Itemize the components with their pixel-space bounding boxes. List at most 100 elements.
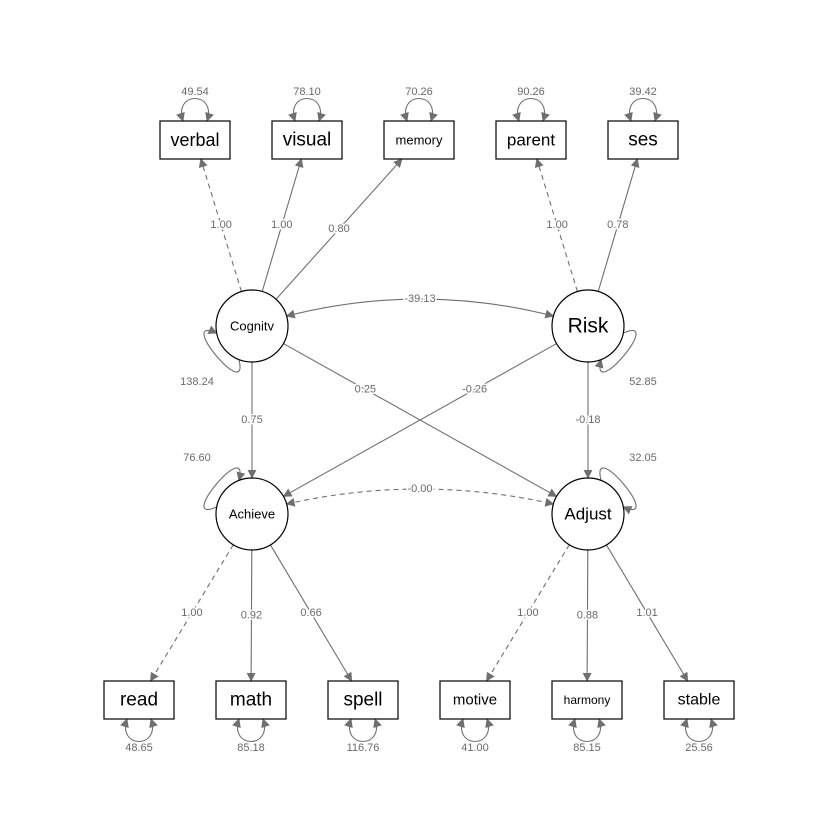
observed-box	[607, 120, 679, 160]
residual-variance-loop	[456, 718, 494, 742]
path-achieve-to-spell	[269, 544, 353, 682]
node-label: motive	[453, 692, 497, 709]
path-coefficient-label: 0.80	[328, 223, 349, 235]
latent-circle	[215, 289, 289, 363]
latent-circle	[551, 477, 625, 551]
node-cognitv[interactable]: Cognitv	[215, 289, 289, 363]
residual-variance-label: 25.56	[685, 742, 713, 754]
residual-variance-loop	[232, 718, 270, 742]
residual-variance-label: 49.54	[181, 86, 209, 98]
path-coefficient-label: 0.92	[241, 609, 262, 621]
node-harmony[interactable]: harmony	[551, 680, 623, 720]
path-coefficient-label: 1.01	[636, 607, 657, 619]
latent-circle	[551, 289, 625, 363]
path-coefficient-label: 0.25	[355, 383, 376, 395]
node-achieve[interactable]: Achieve	[215, 477, 289, 551]
residual-variance-loop	[176, 98, 214, 122]
residual-variance-loop	[288, 98, 326, 122]
observed-box	[159, 120, 231, 160]
observed-box	[383, 120, 455, 160]
node-motive[interactable]: motive	[439, 680, 511, 720]
observed-box	[103, 680, 175, 720]
residual-variance-label: 48.65	[125, 742, 153, 754]
node-label: Cognitv	[230, 319, 275, 334]
observed-box	[271, 120, 343, 160]
residual-variance-loop	[203, 325, 241, 373]
residual-variance-loop	[512, 98, 550, 122]
observed-box	[495, 120, 567, 160]
observed-box	[327, 680, 399, 720]
residual-variance-label: 32.05	[629, 452, 657, 464]
residual-variance-label: 116.76	[347, 742, 380, 754]
node-risk[interactable]: Risk	[551, 289, 625, 363]
path-coefficient-label: 0.66	[300, 607, 321, 619]
node-label: visual	[283, 130, 332, 151]
node-math[interactable]: math	[215, 680, 287, 720]
observed-box	[551, 680, 623, 720]
observed-box	[215, 680, 287, 720]
node-label: Adjust	[564, 505, 612, 524]
observed-box	[663, 680, 735, 720]
node-read[interactable]: read	[103, 680, 175, 720]
latent-circle	[215, 477, 289, 551]
edges-layer	[120, 98, 718, 742]
path-cognitv-to-visual	[261, 158, 304, 292]
node-label: ses	[628, 130, 658, 151]
path-coefficient-label: 1.00	[546, 219, 567, 231]
node-label: harmony	[564, 693, 611, 707]
node-label: stable	[678, 692, 721, 709]
node-label: read	[120, 690, 158, 711]
residual-variance-label: 78.10	[293, 86, 321, 98]
node-parent[interactable]: parent	[495, 120, 567, 160]
residual-variance-label: 52.85	[629, 376, 657, 388]
residual-variance-loop	[568, 718, 606, 742]
residual-variance-label: 76.60	[183, 452, 211, 464]
residual-variance-label: 85.15	[573, 742, 601, 754]
residual-variance-loop	[599, 467, 637, 515]
path-coefficient-label: 0.88	[577, 609, 598, 621]
node-ses[interactable]: ses	[607, 120, 679, 160]
node-label: spell	[343, 690, 382, 711]
path-risk-to-ses	[597, 158, 640, 292]
path-coefficient-label: 1.00	[210, 219, 231, 231]
residual-variance-loop	[624, 98, 662, 122]
path-risk-to-achieve	[282, 343, 557, 497]
node-memory[interactable]: memory	[383, 120, 455, 160]
node-stable[interactable]: stable	[663, 680, 735, 720]
path-adjust-to-stable	[605, 544, 689, 682]
covariance-achieve-adjust	[285, 488, 555, 507]
residual-variance-loop	[400, 98, 438, 122]
node-spell[interactable]: spell	[327, 680, 399, 720]
path-coefficient-label: -0.18	[575, 414, 600, 426]
covariance-cognitv-risk	[285, 298, 555, 319]
node-label: Risk	[568, 315, 609, 338]
covariance-label: -0.00	[407, 483, 432, 495]
residual-variance-label: 70.26	[405, 86, 433, 98]
node-visual[interactable]: visual	[271, 120, 343, 160]
observed-box	[439, 680, 511, 720]
residual-variance-label: 138.24	[180, 376, 214, 388]
residual-variance-label: 41.00	[461, 742, 489, 754]
residual-variance-label: 39.42	[629, 86, 657, 98]
residual-variance-loop	[680, 718, 718, 742]
node-label: verbal	[170, 130, 219, 150]
path-coefficient-label: 0.75	[241, 414, 262, 426]
covariance-label: -39.13	[404, 293, 435, 305]
node-verbal[interactable]: verbal	[159, 120, 231, 160]
node-adjust[interactable]: Adjust	[551, 477, 625, 551]
residual-variance-loop	[120, 718, 158, 742]
path-coefficient-label: 1.00	[181, 607, 202, 619]
node-label: parent	[507, 131, 555, 150]
residual-variance-loop	[344, 718, 382, 742]
residual-variance-label: 90.26	[517, 86, 545, 98]
path-cognitv-to-memory	[275, 158, 403, 300]
path-coefficient-label: -0.26	[462, 383, 487, 395]
residual-variance-loop	[203, 467, 246, 510]
path-coefficient-label: 1.00	[271, 219, 292, 231]
path-coefficient-label: 1.00	[517, 607, 538, 619]
node-label: math	[230, 690, 272, 711]
residual-variance-loop	[594, 330, 637, 373]
